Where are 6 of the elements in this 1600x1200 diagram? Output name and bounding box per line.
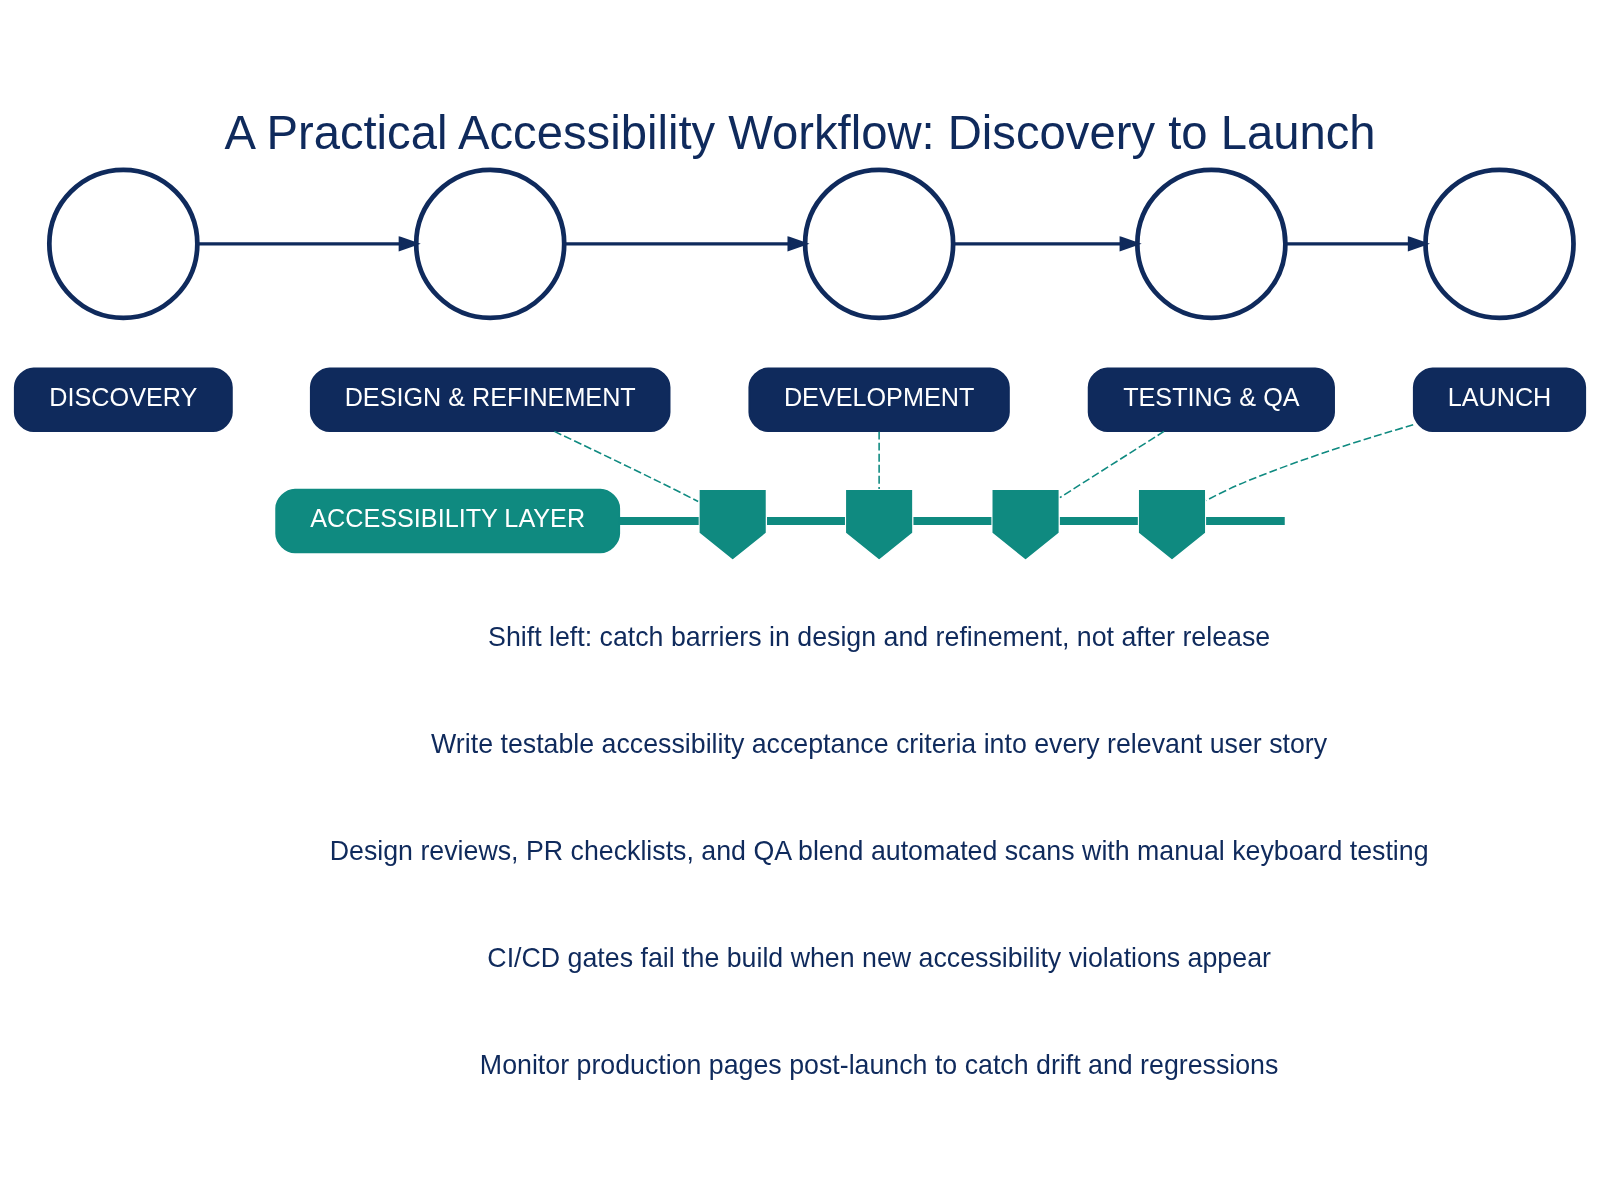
- label: Write testable accessibility acceptance criteria into every relevant user story: [431, 728, 1328, 759]
- label: Monitor production pages post-launch to catch drift and regressions: [479, 1049, 1279, 1080]
- diagram-title: A Practical Accessibility Workflow: Discovery to Launch: [224, 105, 1376, 159]
- label: Design reviews, PR checklists, and QA blend automated scans with manual keyboard testing: [329, 835, 1429, 866]
- label: Shift left: catch barriers in design and refinement, not after release: [488, 621, 1271, 652]
- label: CI/CD gates fail the build when new accessibility violations appear: [487, 942, 1271, 973]
